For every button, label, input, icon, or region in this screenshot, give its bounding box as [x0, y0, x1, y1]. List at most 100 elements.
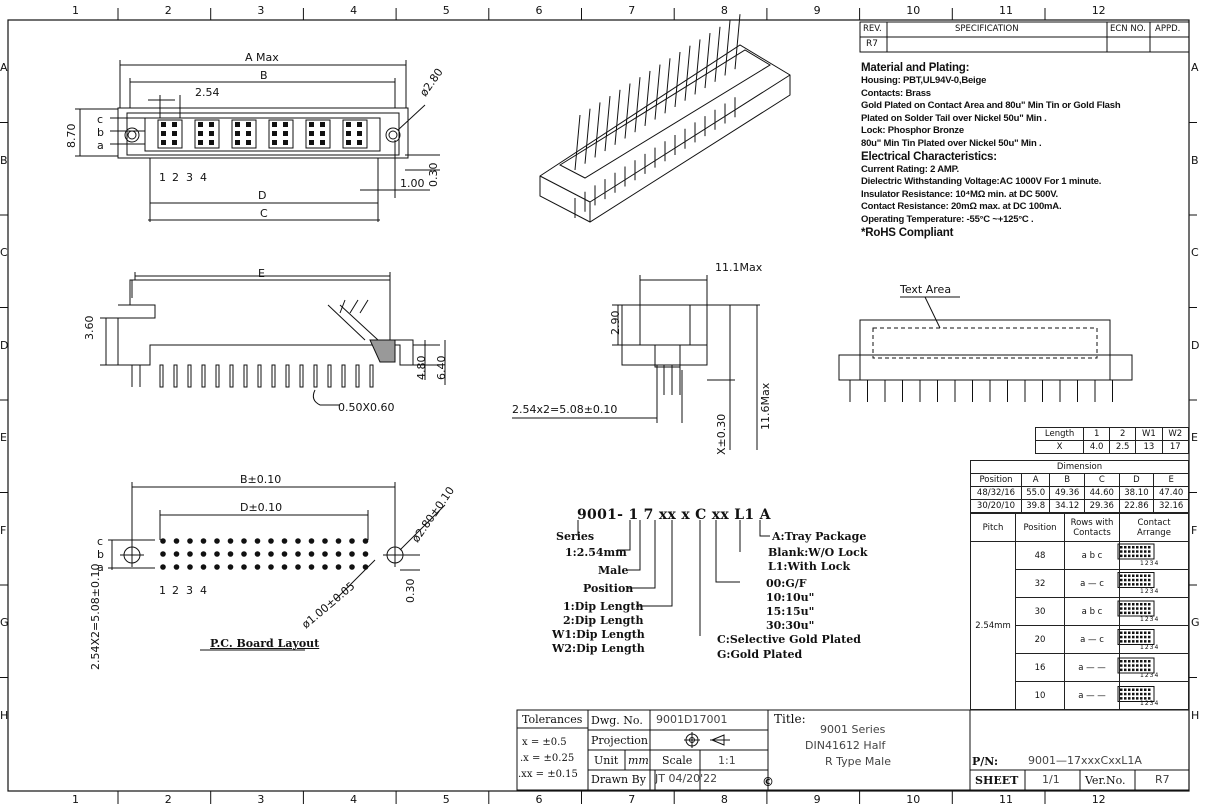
contact	[309, 122, 314, 127]
spec-housing: Housing: PBT,UL94V-0,Beige	[861, 75, 987, 86]
pcb-hole	[254, 564, 261, 570]
arrange-pitch: 2.54mm	[970, 541, 1016, 710]
dim-100: 1.00	[400, 177, 425, 190]
dim-h-2: B	[1049, 473, 1085, 487]
pcb-hole	[349, 551, 355, 557]
side-view-tails	[159, 364, 374, 388]
solder-tail	[159, 364, 164, 388]
drawing-frame	[7, 19, 1190, 792]
pn-label: P/N:	[972, 755, 999, 768]
contact	[346, 131, 351, 136]
solder-tail	[201, 364, 206, 388]
top-view-contacts	[157, 119, 368, 149]
code-g00: 00:G/F	[766, 577, 807, 590]
iso-contact	[634, 77, 641, 133]
pcb-hole	[241, 551, 247, 557]
pcb-hole	[295, 538, 301, 544]
iso-contact	[624, 83, 631, 139]
material-title: Material and Plating:	[861, 62, 970, 74]
arrange-position: 48	[1015, 541, 1065, 570]
title-label: Title:	[774, 712, 806, 726]
contact	[246, 122, 251, 127]
zone-row-A: A	[1191, 61, 1199, 74]
pcb-hole	[173, 538, 180, 544]
ver-label: Ver.No.	[1085, 774, 1126, 787]
zone-row-A: A	[0, 61, 8, 74]
specification-notes: Material and Plating: Housing: PBT,UL94V…	[861, 62, 1191, 240]
pcb-hole	[335, 538, 342, 544]
scale-value: 1:1	[718, 754, 736, 767]
pcb-hole	[214, 551, 220, 557]
arrange-pin-numbers: 1234	[1140, 700, 1160, 707]
zone-row-B: B	[1191, 153, 1199, 167]
pcb-hole	[268, 538, 274, 544]
contact	[161, 122, 166, 127]
zone-col-2: 2	[164, 793, 172, 806]
pcb-hole	[335, 551, 342, 557]
pcb-hole	[295, 551, 301, 557]
contact	[346, 122, 351, 127]
dim-cell: 49.36	[1049, 486, 1085, 500]
iso-contact	[684, 45, 691, 101]
contact	[320, 140, 325, 145]
contact	[309, 140, 314, 145]
pcb-row-b: b	[97, 548, 104, 561]
dimension-title: Dimension	[970, 460, 1189, 474]
length-v-3: 13	[1135, 440, 1163, 454]
contact	[172, 122, 177, 127]
length-h-2: 2	[1109, 427, 1137, 441]
length-h-1: 1	[1083, 427, 1111, 441]
zone-col-8: 8	[720, 793, 728, 806]
dim-pitch: 2.54	[195, 86, 220, 99]
contact	[209, 122, 214, 127]
zone-row-G: G	[1191, 616, 1200, 629]
contact	[357, 131, 362, 136]
zone-col-3: 3	[257, 793, 265, 806]
zone-row-H: H	[1191, 708, 1200, 722]
dim-480: 4.80	[415, 355, 428, 381]
row-label-a: a	[97, 139, 104, 152]
contact	[346, 140, 351, 145]
dim-e: E	[258, 267, 265, 280]
tol-1: x = ±0.5	[522, 737, 567, 748]
arrange-position: 10	[1015, 681, 1065, 710]
length-h-3: W1	[1135, 427, 1163, 441]
code-pitch: 1:2.54mm	[565, 546, 627, 559]
pcb-hole	[335, 564, 342, 570]
sheet-label: SHEET	[975, 774, 1019, 787]
dim-cell: 29.36	[1083, 499, 1120, 513]
iso-contact	[594, 102, 601, 158]
end-view	[512, 275, 760, 450]
arr-h-position: Position	[1015, 513, 1065, 542]
pin-label-4: 4	[200, 171, 207, 184]
zone-row-G: G	[0, 616, 9, 629]
dim-height-870: 8.70	[65, 123, 78, 149]
pcb-hole	[308, 538, 315, 544]
dim-h-4: D	[1118, 473, 1155, 487]
unit-label: Unit	[594, 754, 619, 767]
dim-cell: 44.60	[1083, 486, 1120, 500]
pcb-hole	[200, 538, 207, 544]
contact-arrange-table: Pitch Position Rows with Contacts Contac…	[970, 513, 1189, 710]
iso-contact	[654, 64, 661, 120]
part-code: 9001- 1 7 xx x C xx L1 A	[577, 507, 771, 523]
length-v-4: 17	[1161, 440, 1190, 454]
pn-value: 9001—17xxxCxxL1A	[1028, 754, 1142, 767]
contact	[246, 131, 251, 136]
side-view	[100, 272, 446, 406]
arrange-icon-cell: 1234	[1119, 597, 1189, 626]
spec-insulation: Insulator Resistance: 10⁴MΩ min. at DC 5…	[861, 188, 1058, 200]
contact-window	[157, 119, 183, 149]
contact	[198, 122, 203, 127]
pcb-hole	[281, 538, 288, 544]
pcb-hole	[227, 538, 234, 544]
zone-col-10: 10	[906, 793, 921, 806]
contact	[357, 140, 362, 145]
solder-tail	[173, 364, 178, 388]
dim-640: 6.40	[435, 355, 448, 381]
